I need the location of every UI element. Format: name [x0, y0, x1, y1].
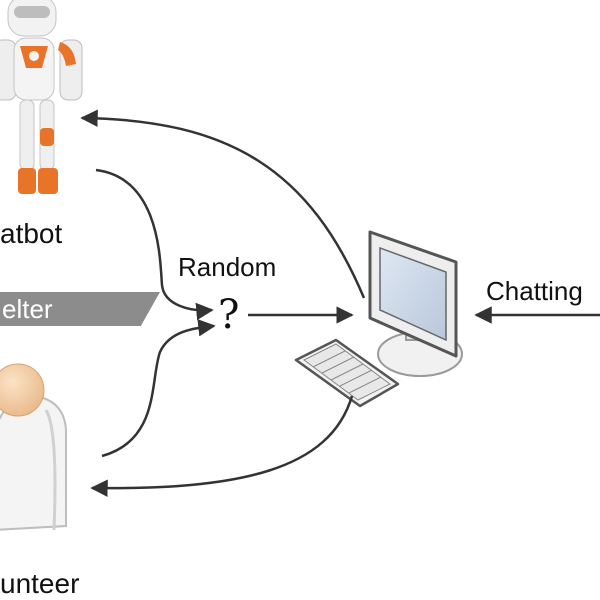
computer-monitor-icon — [368, 230, 463, 377]
arrow-keyboard-to-volunteer — [90, 395, 354, 497]
question-mark-label: ? — [218, 292, 240, 338]
arrow-robot-to-question — [95, 168, 214, 321]
random-label: Random — [178, 252, 277, 282]
shelter-banner: elter — [0, 292, 160, 326]
robot-icon — [0, 0, 83, 194]
volunteer-label: unteer — [0, 568, 80, 599]
chatting-label: Chatting — [486, 276, 583, 306]
arrow-volunteer-to-question — [101, 319, 216, 458]
keyboard-icon — [294, 338, 400, 408]
shelter-label: elter — [2, 294, 53, 324]
arrow-computer-to-robot — [80, 109, 366, 299]
chatbot-label: atbot — [0, 218, 63, 249]
person-icon — [0, 363, 67, 531]
arrows — [80, 109, 600, 497]
